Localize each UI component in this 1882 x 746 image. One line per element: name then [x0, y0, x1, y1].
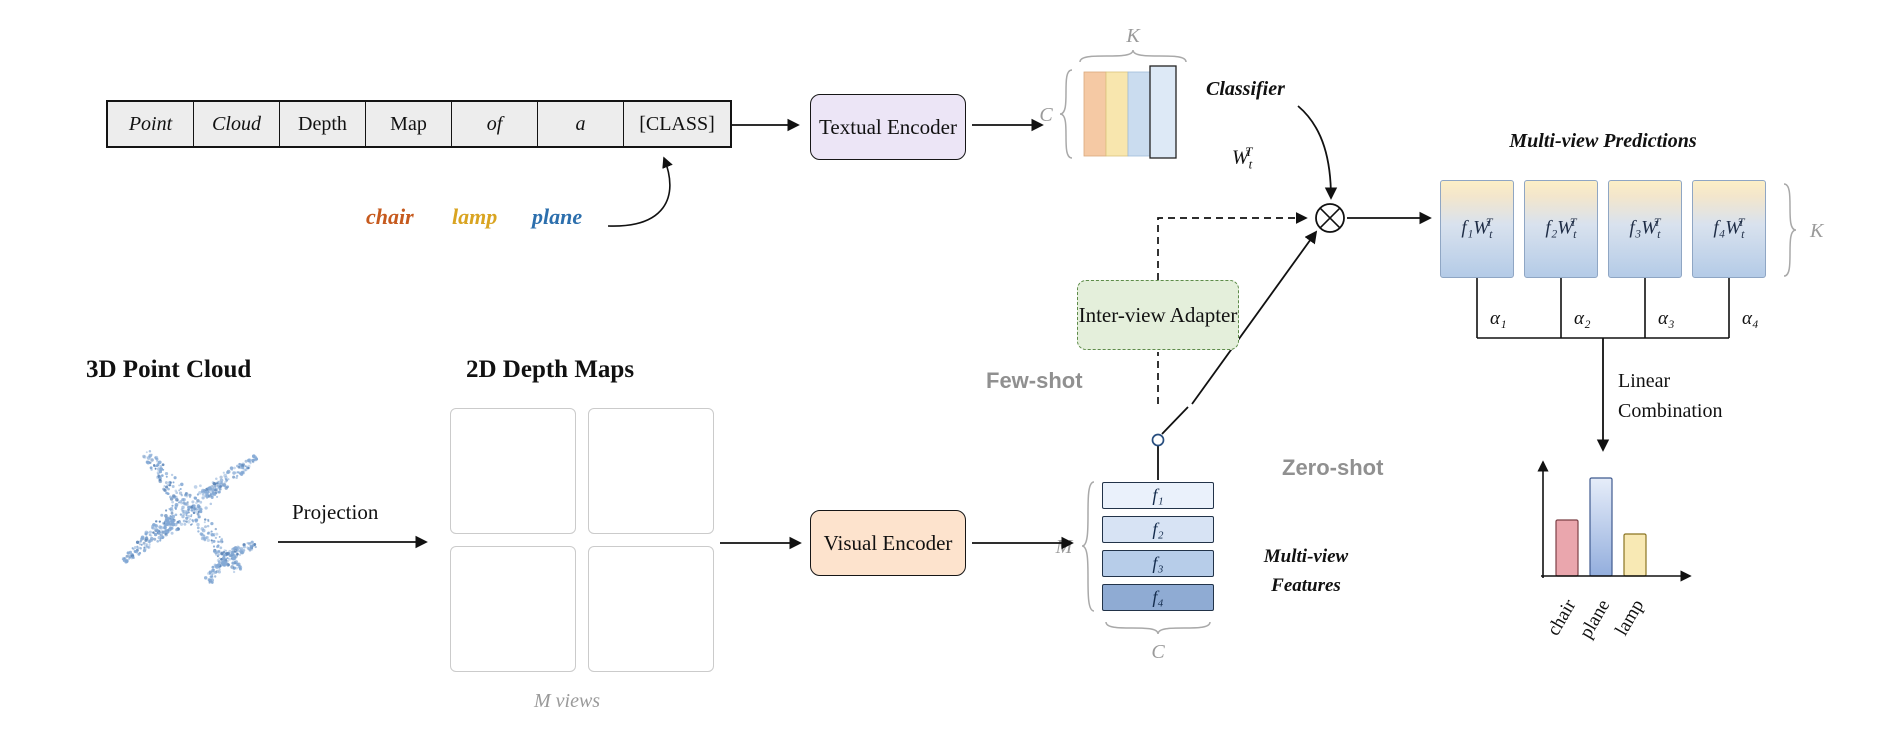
- linear-combination-label: Linear Combination: [1618, 370, 1723, 422]
- depth-maps-heading: 2D Depth Maps: [466, 356, 635, 383]
- point-cloud-heading: 3D Point Cloud: [86, 356, 252, 383]
- combination-lines: [1476, 278, 1730, 339]
- prediction-box-3: f₃WtT: [1608, 180, 1682, 278]
- inter-view-adapter-box: Inter-view Adapter: [1077, 280, 1239, 350]
- alpha-1: α₁: [1490, 308, 1507, 329]
- prompt-cell: Map: [366, 102, 452, 146]
- text-feature-bar-blue: [1127, 71, 1151, 157]
- prediction-label-3: f₃WtT: [1629, 215, 1661, 242]
- weights-sup: T: [1245, 144, 1253, 159]
- prompt-cell: Point: [108, 102, 194, 146]
- alpha-3: α₃: [1658, 308, 1675, 329]
- depth-map-4: [588, 546, 714, 672]
- brace-k-right: [1783, 183, 1797, 277]
- chart-bar-chair: [1555, 519, 1579, 577]
- prediction-label-1: f₁WtT: [1461, 215, 1493, 242]
- chart-category-label: lamp: [1611, 596, 1648, 639]
- alpha-4: α₄: [1742, 308, 1759, 329]
- chart-axes: [1537, 460, 1692, 582]
- feature-row-f1: f₁: [1102, 482, 1214, 509]
- text-feature-bars: [1083, 65, 1177, 159]
- feature-row-f3: f₃: [1102, 550, 1214, 577]
- feature-row-f4: f₄: [1102, 584, 1214, 611]
- point-cloud-scatter: [121, 450, 259, 584]
- chart-bar-lamp: [1623, 533, 1647, 577]
- class-score-bars: [1555, 477, 1647, 577]
- textual-encoder-box: Textual Encoder: [810, 94, 966, 160]
- class-word-plane: plane: [532, 204, 583, 229]
- visual-encoder-box: Visual Encoder: [810, 510, 966, 576]
- prompt-cell: Cloud: [194, 102, 280, 146]
- prediction-box-1: f₁WtT: [1440, 180, 1514, 278]
- text-feature-bar-yellow: [1105, 71, 1129, 157]
- depth-map-1: [450, 408, 576, 534]
- text-prompt-table: Point Cloud Depth Map of a [CLASS]: [106, 100, 732, 148]
- zero-shot-label: Zero-shot: [1282, 455, 1384, 480]
- depth-map-3: [450, 546, 576, 672]
- brace-c-bottom: [1105, 621, 1211, 635]
- depth-map-2: [588, 408, 714, 534]
- dim-m-left: M: [1055, 536, 1074, 558]
- weights-base: W: [1232, 146, 1249, 169]
- alpha-2: α₂: [1574, 308, 1591, 329]
- multi-view-predictions-title: Multi-view Predictions: [1509, 130, 1697, 152]
- prompt-cell: Depth: [280, 102, 366, 146]
- matmul-operator-icon: [1315, 203, 1345, 233]
- multi-view-features-label: Multi-view Features: [1263, 546, 1349, 597]
- brace-c-left: [1059, 69, 1073, 159]
- arrow-classes-to-class-token: [607, 156, 673, 227]
- chart-category-label: plane: [1576, 596, 1615, 642]
- dim-c-left: C: [1039, 104, 1053, 126]
- text-feature-bar-front: [1149, 65, 1177, 159]
- arrows: [278, 105, 1610, 550]
- class-word-chair: chair: [366, 204, 414, 229]
- route-switch: [1151, 212, 1308, 480]
- brace-k-top: [1079, 49, 1187, 63]
- classifier-weights-label: WtT: [1232, 144, 1252, 173]
- dim-k-top: K: [1125, 25, 1141, 47]
- switch-lever: [1161, 406, 1189, 435]
- prediction-label-2: f₂WtT: [1545, 215, 1577, 242]
- prediction-label-4: f₄WtT: [1713, 215, 1745, 242]
- weights-sub: t: [1248, 156, 1253, 172]
- prediction-box-2: f₂WtT: [1524, 180, 1598, 278]
- chart-bar-plane: [1589, 477, 1613, 577]
- arrow-zero-shot-to-product: [1191, 230, 1318, 405]
- m-views-label: M views: [534, 690, 601, 712]
- dashed-line-adapter-to-product: [1157, 212, 1308, 280]
- prompt-cell-class-token: [CLASS]: [624, 102, 730, 146]
- switch-pivot: [1151, 433, 1165, 447]
- text-feature-bar-orange: [1083, 71, 1107, 157]
- few-shot-label: Few-shot: [986, 368, 1083, 393]
- classifier-label: Classifier: [1206, 78, 1285, 100]
- feature-row-f2: f₂: [1102, 516, 1214, 543]
- dim-c-bottom: C: [1151, 641, 1165, 663]
- chart-category-label: chair: [1543, 595, 1581, 639]
- dim-k-right: K: [1809, 220, 1825, 242]
- prompt-cell: a: [538, 102, 624, 146]
- projection-label: Projection: [292, 500, 379, 524]
- dimension-braces: [1059, 49, 1797, 635]
- prediction-box-4: f₄WtT: [1692, 180, 1766, 278]
- prompt-cell: of: [452, 102, 538, 146]
- class-word-lamp: lamp: [452, 204, 498, 229]
- brace-m-left: [1081, 481, 1095, 612]
- arrow-classifier-to-product: [1297, 105, 1338, 200]
